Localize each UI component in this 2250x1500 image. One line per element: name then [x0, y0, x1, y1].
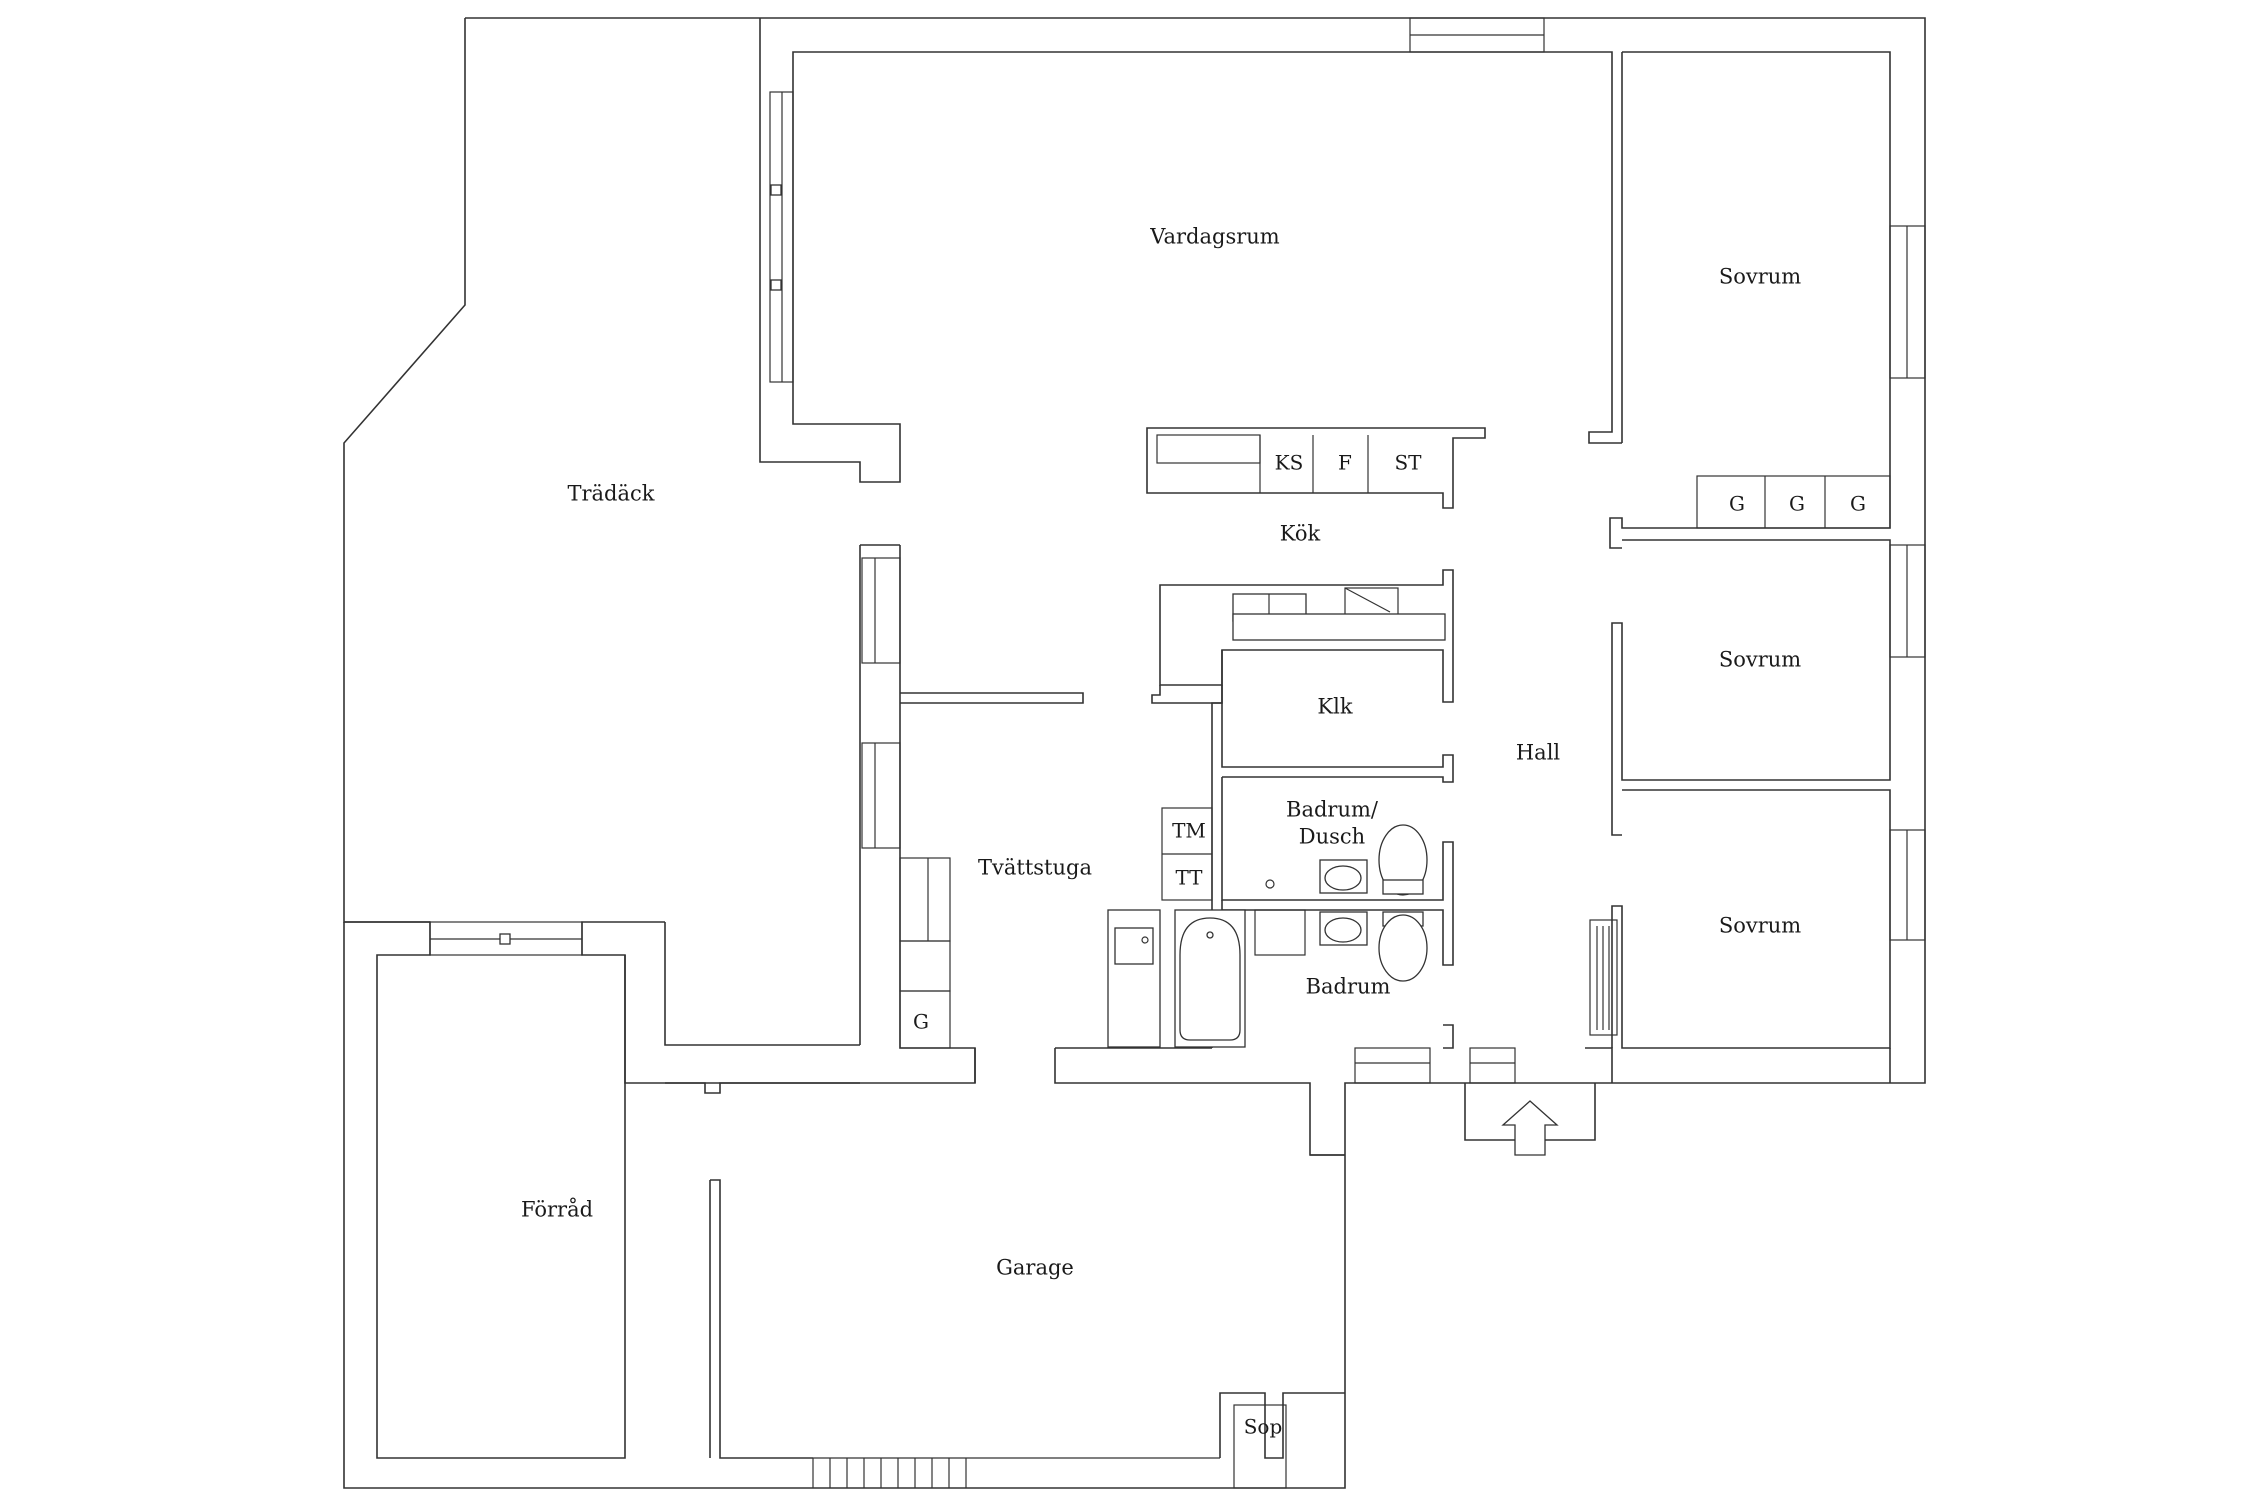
- label-tm: TM: [1172, 819, 1206, 843]
- vardagsrum-walls: [759, 18, 1622, 483]
- label-tt: TT: [1175, 866, 1203, 890]
- label-kok: Kök: [1280, 522, 1321, 546]
- label-f: F: [1338, 451, 1352, 475]
- label-tradack: Trädäck: [567, 482, 654, 506]
- bedroom-walls: [1585, 51, 1926, 1083]
- label-sovrum-3: Sovrum: [1719, 914, 1801, 938]
- label-badrum-dusch-line1: Badrum/: [1286, 798, 1379, 822]
- label-st: ST: [1394, 451, 1422, 475]
- label-klk: Klk: [1317, 695, 1352, 719]
- label-tvattstuga: Tvättstuga: [978, 856, 1092, 880]
- label-g-1: G: [1729, 492, 1745, 516]
- label-sovrum-2: Sovrum: [1719, 648, 1801, 672]
- room-labels: Vardagsrum Sovrum Sovrum Sovrum Trädäck …: [521, 225, 1801, 1439]
- label-g-2: G: [1789, 492, 1805, 516]
- label-ks: KS: [1275, 451, 1304, 475]
- kitchen: [1146, 427, 1486, 704]
- label-forrad: Förråd: [521, 1198, 593, 1222]
- label-badrum-dusch-line2: Dusch: [1299, 825, 1365, 849]
- label-sovrum-1: Sovrum: [1719, 265, 1801, 289]
- entrance: [1354, 1047, 1596, 1156]
- label-sop: Sop: [1244, 1415, 1283, 1439]
- outer-walls: [343, 17, 1926, 1489]
- label-hall: Hall: [1516, 741, 1561, 765]
- fixture-labels: KS F ST G G G G TM TT: [913, 451, 1866, 1034]
- forrad-walls: [344, 921, 860, 1459]
- entrance-arrow-icon: [1501, 1100, 1559, 1156]
- label-g-3: G: [1850, 492, 1866, 516]
- label-garage: Garage: [996, 1256, 1074, 1280]
- label-g-tvatt: G: [913, 1010, 929, 1034]
- label-vardagsrum: Vardagsrum: [1149, 225, 1280, 249]
- garage-walls: [709, 1154, 1345, 1489]
- label-badrum: Badrum: [1306, 975, 1391, 999]
- core-walls: [1107, 650, 1454, 1049]
- top-window: [1409, 17, 1545, 53]
